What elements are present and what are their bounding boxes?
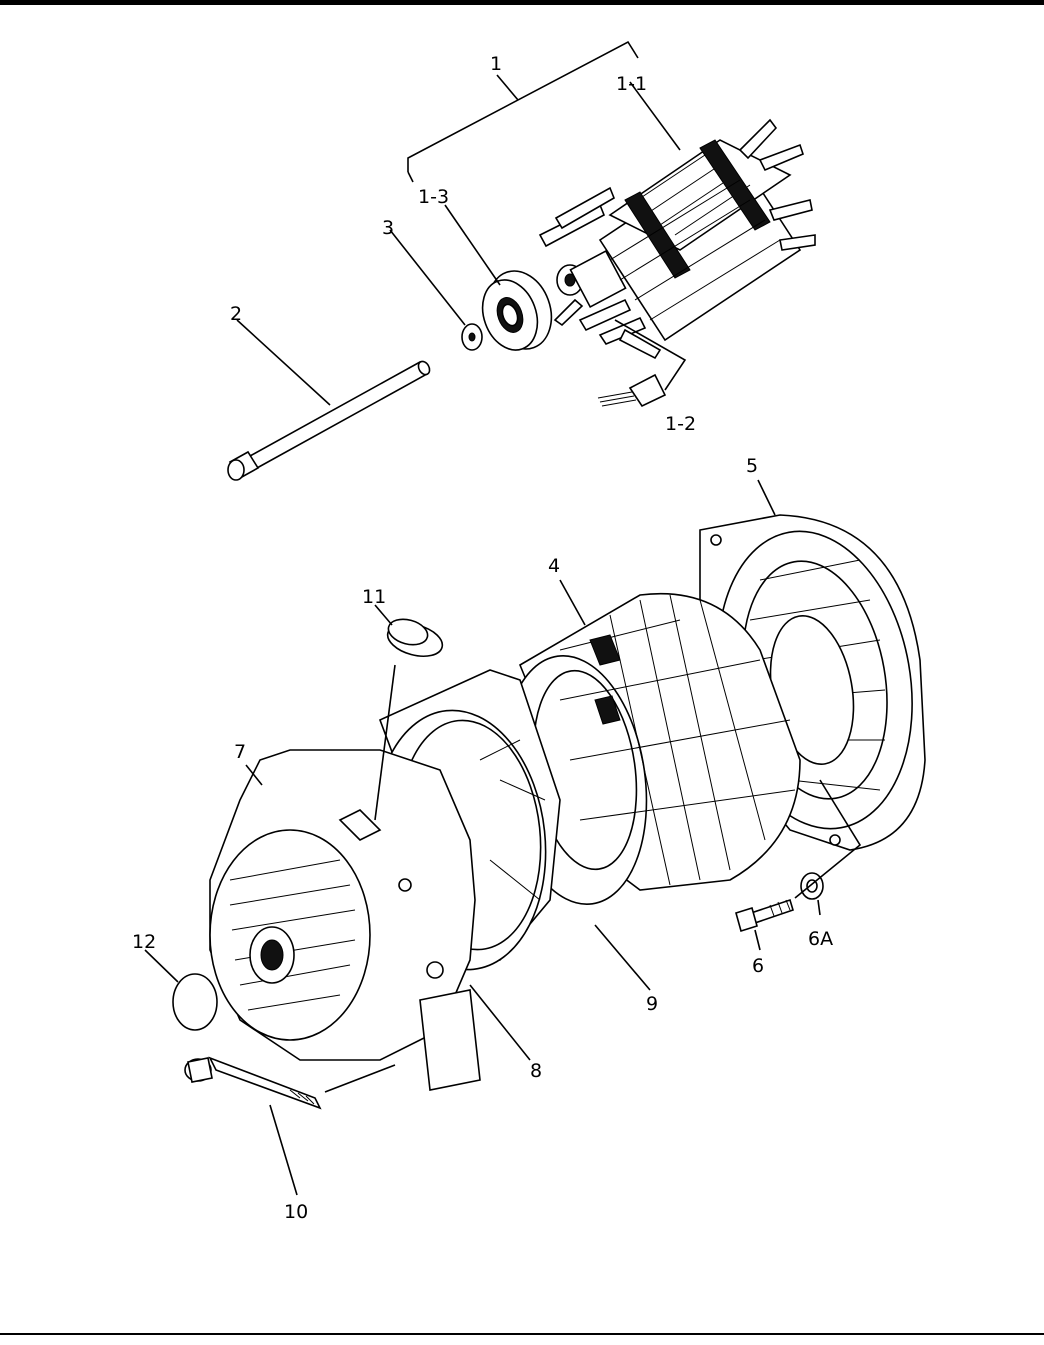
bolt-6-part [736,900,793,931]
rotor-assembly-bracket [408,42,638,172]
callout-6: 6 [752,955,764,977]
callout-10: 10 [284,1201,308,1223]
bearing-part [473,262,562,358]
front-housing-part [210,750,480,1090]
callout-7: 7 [234,741,246,763]
through-bolt-part [228,359,432,480]
callout-4: 4 [548,555,560,577]
top-rule [0,0,1044,5]
callout-1-3: 1-3 [418,186,449,208]
cap-part [173,974,217,1030]
callout-12: 12 [132,931,156,953]
callout-5: 5 [746,455,758,477]
callout-1-2: 1-2 [665,413,696,435]
callout-3: 3 [382,217,394,239]
sensor-part [598,375,665,406]
callout-11: 11 [362,586,386,608]
washer-part [462,324,482,350]
bottom-rule [0,1333,1044,1335]
callout-1-1: 1-1 [616,73,647,95]
callout-9: 9 [646,993,658,1015]
callout-1: 1 [490,53,502,75]
callout-2: 2 [230,303,242,325]
callout-6a: 6A [808,928,833,950]
callout-8: 8 [530,1060,542,1082]
grommet-part [384,615,446,662]
long-bolt-part [185,1058,320,1108]
rotor-part [540,120,815,358]
